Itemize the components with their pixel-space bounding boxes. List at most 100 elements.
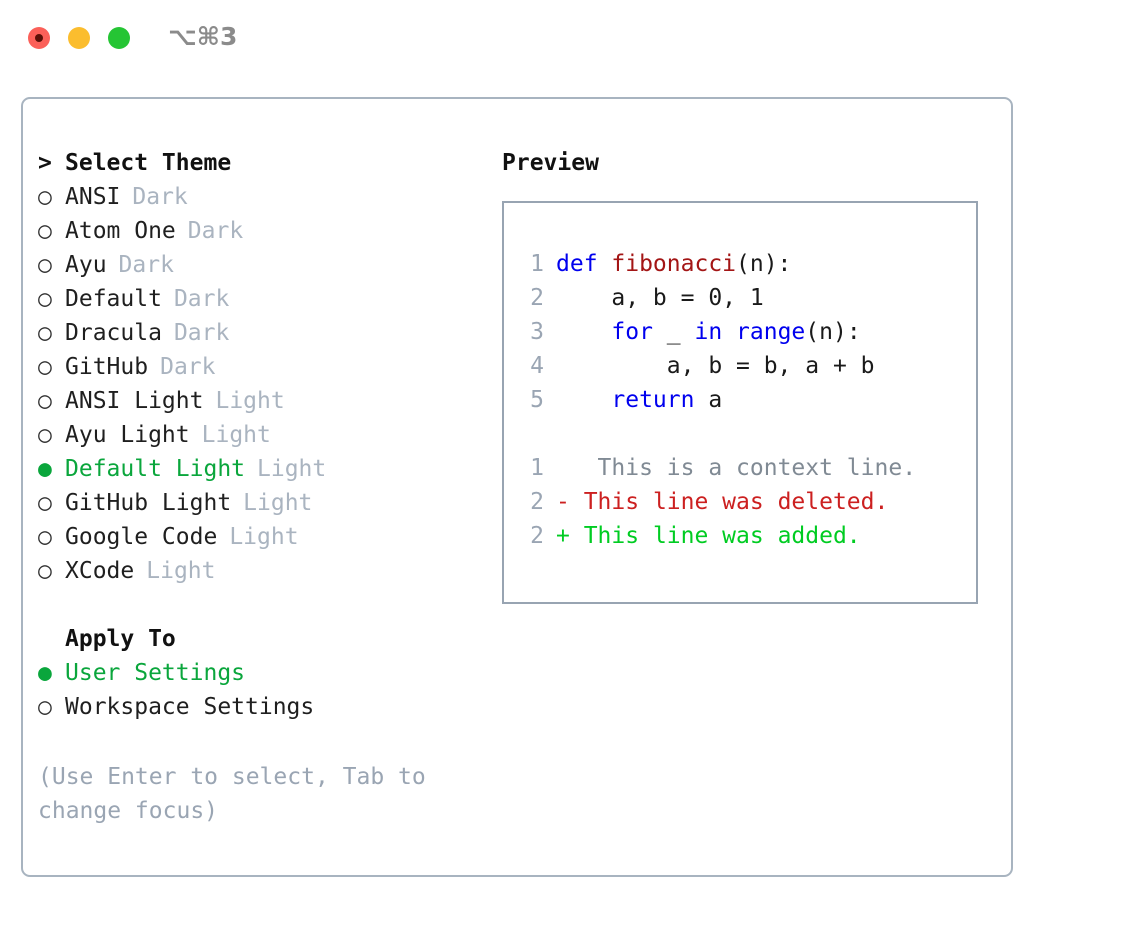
theme-option-tag: Light [146,558,216,584]
radio-unselected-icon: ○ [38,320,52,346]
diff-text: This line was added. [569,523,861,549]
code-line: 2 a, b = 0, 1 [518,281,976,315]
line-number: 4 [530,353,544,379]
spacer [518,417,976,451]
theme-option-label: GitHub [65,354,149,380]
radio-unselected-icon: ○ [38,558,52,584]
apply-to-option-workspace-settings[interactable]: ○ Workspace Settings [38,690,508,724]
apply-to-heading: Apply To [65,626,176,652]
code-token: range [736,319,806,345]
code-token [556,319,611,345]
apply-to-list: ● User Settings ○ Workspace Settings [38,656,508,724]
theme-option-tag: Dark [118,252,174,278]
theme-option-ayu[interactable]: ○ Ayu Dark [38,248,508,282]
theme-option-atom-one[interactable]: ○ Atom One Dark [38,214,508,248]
line-number: 1 [530,455,544,481]
theme-option-tag: Dark [132,184,188,210]
theme-option-tag: Dark [173,286,230,312]
radio-unselected-icon: ○ [38,422,52,448]
theme-option-label: ANSI [65,184,121,210]
close-button[interactable] [28,27,50,49]
line-number: 2 [530,523,544,549]
code-line: 3 for _ in range(n): [518,315,976,349]
theme-option-label: ANSI Light [65,388,204,414]
code-line: 5 return a [518,383,976,417]
select-theme-heading-label: Select Theme [65,150,232,176]
code-token: _ [652,319,695,345]
diff-sample: 1 This is a context line.2- This line wa… [518,451,976,553]
radio-unselected-icon: ○ [38,184,52,210]
theme-option-xcode[interactable]: ○ XCode Light [38,554,508,588]
line-number: 2 [530,489,544,515]
diff-line: 2 + This line was added. [518,519,976,553]
theme-option-tag: Dark [187,218,244,244]
caret-icon: > [38,150,52,176]
theme-option-default-light[interactable]: ● Default Light Light [38,452,508,486]
preview-heading: Preview [502,150,599,176]
code-token [722,319,736,345]
theme-option-tag: Light [257,456,327,482]
theme-option-label: XCode [65,558,135,584]
code-line: 4 a, b = b, a + b [518,349,976,383]
code-token: a, b = 0, 1 [556,285,764,311]
spacer [38,588,508,622]
line-number: 5 [530,387,544,413]
code-token: a, b = b, a + b [556,353,875,379]
theme-option-tag: Light [229,524,299,550]
theme-option-label: Google Code [65,524,218,550]
code-token [556,387,611,413]
diff-marker: - [556,489,570,515]
diff-text: This line was deleted. [569,489,889,515]
line-number: 2 [530,285,544,311]
radio-unselected-icon: ○ [38,218,52,244]
apply-to-option-label: Workspace Settings [65,694,315,720]
radio-selected-icon: ● [38,660,52,686]
apply-to-option-label: User Settings [65,660,246,686]
theme-option-tag: Light [243,490,313,516]
theme-option-tag: Light [215,388,285,414]
code-token: in [694,319,723,345]
apply-to-option-user-settings[interactable]: ● User Settings [38,656,508,690]
radio-unselected-icon: ○ [38,524,52,550]
theme-option-label: Atom One [65,218,176,244]
diff-text: This is a context line. [569,455,917,481]
radio-selected-icon: ● [38,456,52,482]
diff-line: 2- This line was deleted. [518,485,976,519]
theme-option-tag: Light [201,422,271,448]
diff-marker [556,455,570,481]
theme-option-github-light[interactable]: ○ GitHub Light Light [38,486,508,520]
title-bar: ⌥⌘3 [0,0,1140,78]
code-token: fibonacci [611,251,737,277]
theme-option-label: Ayu [65,252,107,278]
code-token: for [611,319,653,345]
theme-option-ansi[interactable]: ○ ANSI Dark [38,180,508,214]
window-controls [28,27,130,49]
theme-option-label: GitHub Light [65,490,232,516]
diff-line: 1 This is a context line. [518,451,976,485]
minimize-button[interactable] [68,27,90,49]
diff-marker: + [556,523,570,549]
code-token: a [694,387,723,413]
radio-unselected-icon: ○ [38,252,52,278]
radio-unselected-icon: ○ [38,490,52,516]
zoom-button[interactable] [108,27,130,49]
theme-option-label: Default Light [65,456,246,482]
radio-unselected-icon: ○ [38,694,52,720]
help-text: (Use Enter to select, Tab to change focu… [38,764,426,824]
theme-option-google-code[interactable]: ○ Google Code Light [38,520,508,554]
theme-option-label: Default [65,286,162,312]
code-token: (n): [736,251,792,277]
